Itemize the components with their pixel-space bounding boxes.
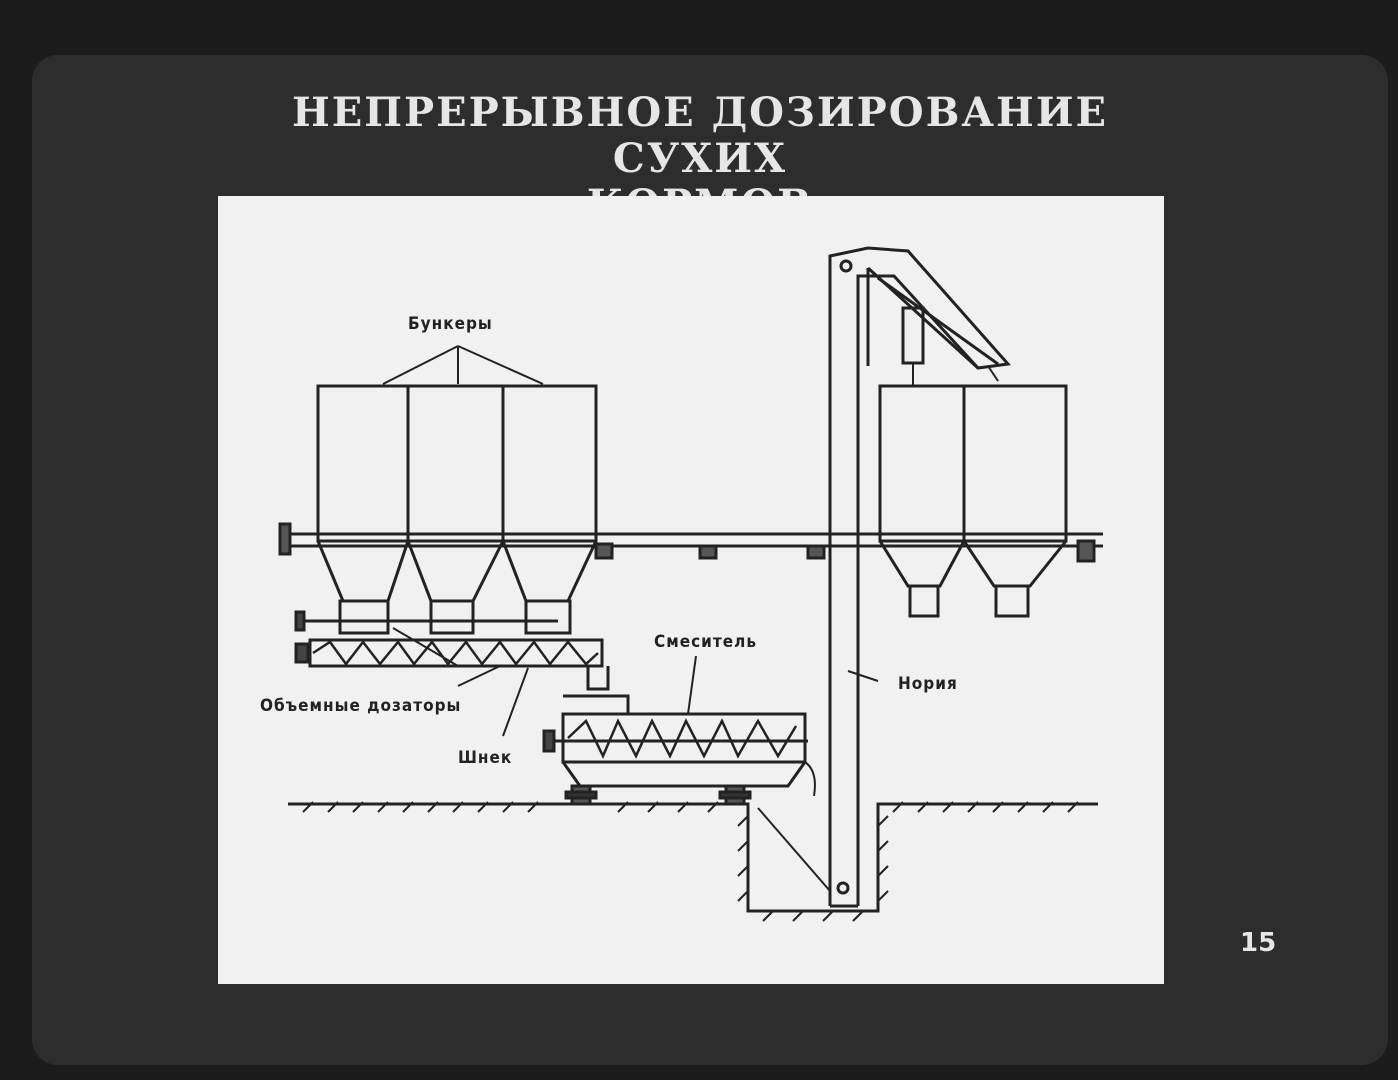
label-bunkers: Бункеры xyxy=(408,314,493,334)
bunkers-pointer xyxy=(382,345,544,385)
label-pointers xyxy=(392,627,879,737)
label-mixer: Смеситель xyxy=(654,632,757,652)
ground xyxy=(288,801,1098,922)
mixer xyxy=(542,694,816,806)
bucket-elevator xyxy=(828,246,1011,908)
label-elevator: Нория xyxy=(898,674,958,694)
auger-conveyor xyxy=(294,638,610,691)
diagram-panel: Бункеры Смеситель Нория Объемные дозатор… xyxy=(218,196,1164,984)
doser-shaft xyxy=(294,610,558,632)
left-bunkers xyxy=(316,384,598,635)
slide-number: 15 xyxy=(1240,928,1277,958)
label-auger: Шнек xyxy=(458,748,513,768)
title-line-1: НЕПРЕРЫВНОЕ ДОЗИРОВАНИЕ СУХИХ xyxy=(291,89,1109,182)
right-bunkers xyxy=(878,384,1068,618)
label-dosers: Объемные дозаторы xyxy=(260,696,462,716)
feed-dosing-diagram xyxy=(278,246,1103,922)
